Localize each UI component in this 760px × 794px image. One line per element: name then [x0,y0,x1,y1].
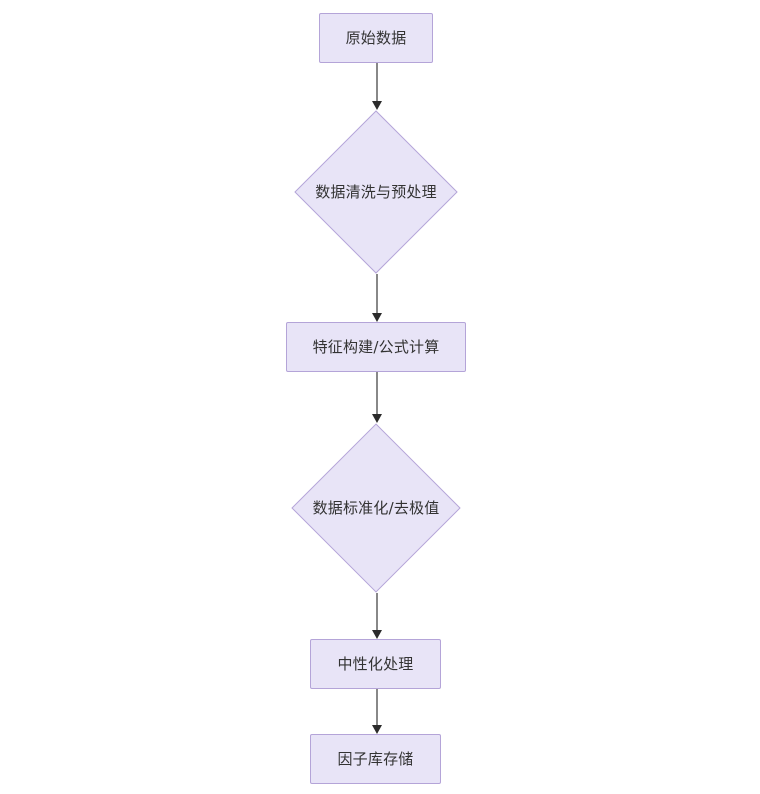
edge-line [376,274,378,315]
node-feature-construction-label: 特征构建/公式计算 [312,338,440,356]
arrowhead-icon [372,725,382,734]
node-data-standardization[interactable]: 数据标准化/去极值 [291,423,461,593]
node-raw-data-label: 原始数据 [345,29,407,47]
edge-line [376,372,378,416]
node-neutralization[interactable]: 中性化处理 [310,639,441,689]
edge-cleaning-to-feature [372,274,382,322]
node-data-cleaning[interactable]: 数据清洗与预处理 [294,110,458,274]
node-feature-construction[interactable]: 特征构建/公式计算 [286,322,466,372]
edge-line [376,593,378,632]
node-factor-storage-label: 因子库存储 [337,750,414,768]
edge-standardize-to-neutralize [372,593,382,639]
node-data-standardization-label: 数据标准化/去极值 [312,499,440,517]
edge-neutralize-to-storage [372,689,382,734]
diamond-shape-icon [294,110,458,274]
arrowhead-icon [372,414,382,423]
node-raw-data[interactable]: 原始数据 [319,13,433,63]
edge-feature-to-standardize [372,372,382,423]
node-data-cleaning-label: 数据清洗与预处理 [315,183,437,201]
arrowhead-icon [372,630,382,639]
edge-raw-data-to-cleaning [372,63,382,110]
diamond-shape-icon [291,423,461,593]
node-factor-storage[interactable]: 因子库存储 [310,734,441,784]
arrowhead-icon [372,101,382,110]
edge-line [376,63,378,103]
edge-line [376,689,378,727]
arrowhead-icon [372,313,382,322]
node-neutralization-label: 中性化处理 [337,655,414,673]
